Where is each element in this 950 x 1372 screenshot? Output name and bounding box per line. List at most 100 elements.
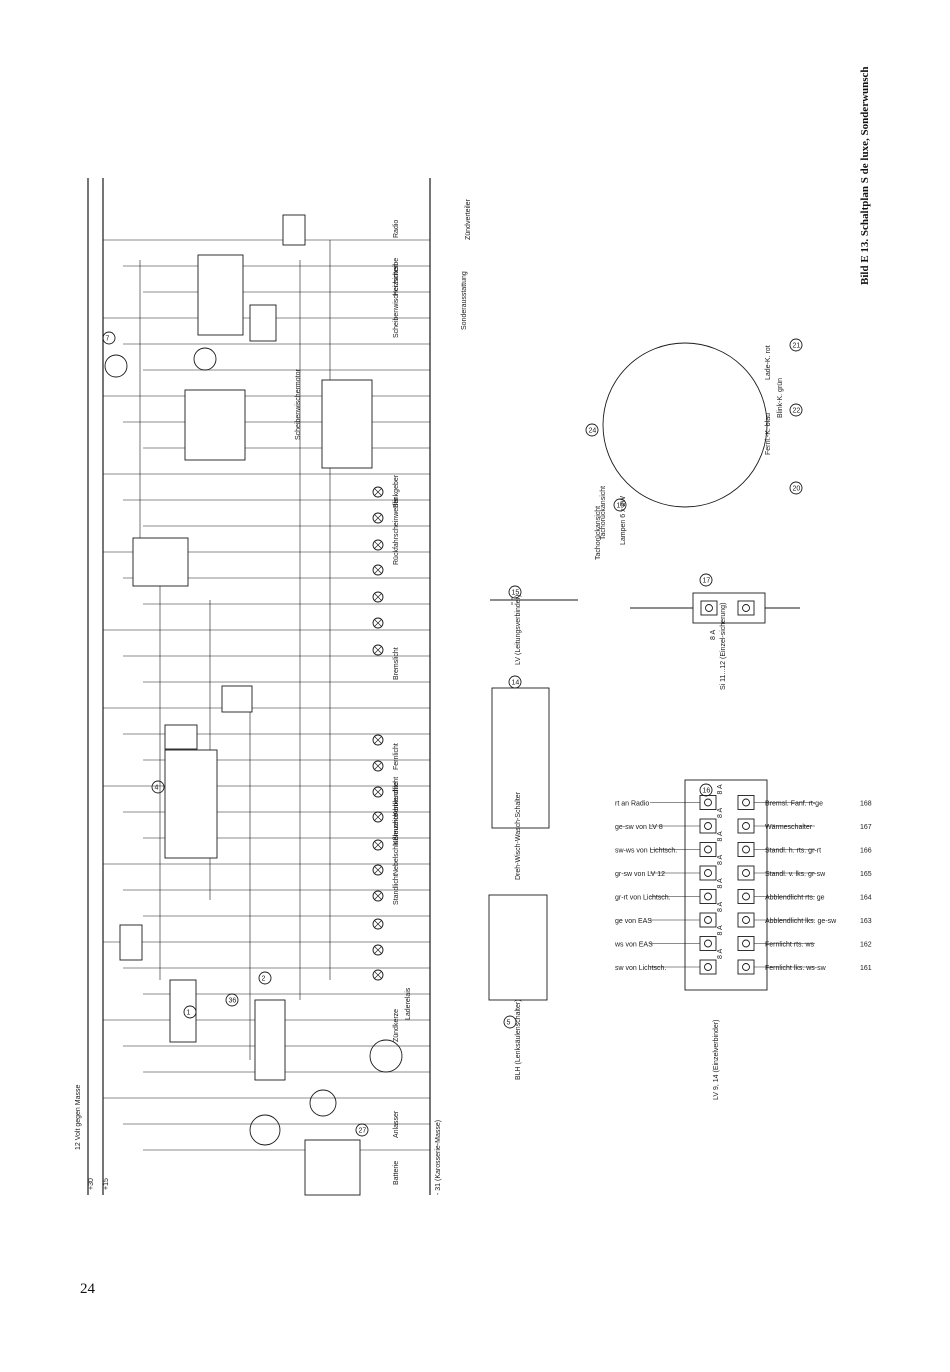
svg-text:16: 16 bbox=[703, 788, 711, 795]
starter-motor-symbol bbox=[309, 1089, 337, 1117]
fuse-output-label: Standl. v. lks. gr-sw bbox=[765, 871, 826, 878]
lamp-icon bbox=[372, 617, 384, 629]
fuse-output-label: Fernlicht rts. ws bbox=[765, 942, 815, 949]
fuse-position: 164 bbox=[860, 895, 872, 902]
component-number-marker: 27 bbox=[355, 1123, 369, 1137]
wash-wipe-switch-block bbox=[197, 254, 244, 336]
terminal-30-label: +30 bbox=[88, 1178, 95, 1190]
interval-relay-block bbox=[321, 379, 373, 469]
fuse-position: 168 bbox=[860, 801, 872, 808]
lamp-icon bbox=[372, 564, 384, 576]
mwg-symbol bbox=[104, 354, 128, 378]
lamp-icon bbox=[372, 644, 384, 656]
lamp-icon bbox=[372, 918, 384, 930]
fuse-position: 165 bbox=[860, 871, 872, 878]
fuse-rating: 8 A bbox=[717, 855, 724, 865]
heater-switch-block bbox=[132, 537, 189, 587]
component-number-marker: 1 bbox=[183, 1005, 197, 1019]
fuse-input-label: sw von Lichtsch. bbox=[615, 965, 666, 972]
load-label: Anlasser bbox=[393, 1110, 400, 1138]
component-number-marker: 2 bbox=[258, 971, 272, 985]
lamp-icon bbox=[372, 786, 384, 798]
load-label: Zündkerze bbox=[393, 1009, 400, 1042]
component-number-marker: 14 bbox=[508, 675, 522, 689]
svg-text:21: 21 bbox=[793, 343, 801, 350]
fuse-position: 167 bbox=[860, 824, 872, 831]
load-label: Sonderausstattung bbox=[461, 271, 468, 330]
load-label: Nebelschlußleuchte bbox=[393, 813, 400, 875]
svg-text:1: 1 bbox=[187, 1010, 191, 1017]
fuse-rating: 8 A bbox=[717, 831, 724, 841]
instrument-cluster-rear bbox=[602, 342, 768, 508]
fuse-output-label: Abblendlicht lks. ge-sw bbox=[765, 918, 837, 925]
fuse-rating: 8 A bbox=[717, 925, 724, 935]
fuse-input-label: ws von EAS bbox=[614, 942, 653, 949]
distributor-symbol bbox=[369, 1039, 403, 1073]
fuse-input-label: sw-ws von Lichtsch. bbox=[615, 848, 677, 855]
fuse-rating: 8 A bbox=[717, 808, 724, 818]
component-number-marker: 36 bbox=[225, 993, 239, 1007]
load-label: Scheibenwischermotor bbox=[295, 369, 302, 440]
fuse-box-label: LV 9, 14 (Einzelverbinder) bbox=[713, 1020, 720, 1100]
lamp-icon bbox=[372, 539, 384, 551]
fuse-row: 8 A 163 Abblendlicht lks. ge-sw ge von EAS bbox=[615, 902, 872, 928]
single-fuse bbox=[700, 600, 718, 616]
lamp-icon bbox=[372, 969, 384, 981]
component-number-marker: 17 bbox=[699, 573, 713, 587]
fuse-output-label: Wärmeschalter bbox=[765, 824, 813, 831]
single-fuse-rating: 8 A bbox=[710, 630, 717, 640]
blh-label: BLH (Lenksäulenschalter) bbox=[515, 999, 522, 1080]
load-label: Tachorückansicht bbox=[595, 506, 602, 560]
component-number-marker: 20 bbox=[789, 481, 803, 495]
lv-line-connector bbox=[491, 687, 550, 829]
ignition-coil-block bbox=[254, 999, 286, 1081]
ground-voltage-label: 12 Volt gegen Masse bbox=[75, 1085, 82, 1150]
ground-31-label: - 31 (Karosserie-Masse) bbox=[435, 1120, 442, 1195]
fuse-input-label: rt an Radio bbox=[615, 801, 649, 808]
component-number-marker: 19 bbox=[613, 498, 627, 512]
load-label: Kennzeichenleuchte bbox=[393, 782, 400, 845]
fuse-row: 8 A 162 Fernlicht rts. ws ws von EAS bbox=[614, 925, 872, 951]
relay-block bbox=[221, 685, 253, 713]
svg-text:14: 14 bbox=[512, 680, 520, 687]
blh-steering-column-switch bbox=[488, 894, 548, 1001]
fuse-rating: 8 A bbox=[717, 949, 724, 959]
component-number-marker: 7 bbox=[102, 331, 116, 345]
fuse-input-label: gr-rt von Lichtsch. bbox=[615, 895, 671, 902]
load-label: Fernlicht bbox=[393, 743, 400, 770]
lamp-icon bbox=[372, 734, 384, 746]
fuse-output-label: Fernlicht lks. ws-sw bbox=[765, 965, 827, 972]
svg-text:20: 20 bbox=[793, 486, 801, 493]
component-number-marker: 16 bbox=[699, 783, 713, 797]
fuse-output-label: Abblendlicht rts. ge bbox=[765, 895, 825, 902]
blh-block bbox=[119, 924, 143, 961]
fuse-position: 163 bbox=[860, 918, 872, 925]
connector-blocks bbox=[488, 342, 800, 1001]
fernl-label: Fernl.-K. blau bbox=[765, 413, 772, 455]
load-label: Bremslicht bbox=[393, 647, 400, 680]
lamp-icon bbox=[372, 591, 384, 603]
lamp-icon bbox=[372, 890, 384, 902]
fuse-input-label: ge von EAS bbox=[615, 918, 652, 925]
svg-text:27: 27 bbox=[359, 1128, 367, 1135]
load-label: Abblendlicht bbox=[393, 777, 400, 815]
fuse-position: 162 bbox=[860, 942, 872, 949]
rear-wiper-block bbox=[249, 304, 277, 342]
fuse-position: 166 bbox=[860, 848, 872, 855]
svg-text:15: 15 bbox=[512, 590, 520, 597]
component-number-marker: 4 bbox=[151, 780, 165, 794]
fuse-rating: 8 A bbox=[717, 902, 724, 912]
lamp-icon bbox=[372, 760, 384, 772]
main-components bbox=[104, 214, 403, 1196]
svg-text:19: 19 bbox=[617, 503, 625, 510]
light-switch-block bbox=[164, 749, 218, 859]
lamp-icon bbox=[372, 811, 384, 823]
lamp-icon bbox=[372, 512, 384, 524]
